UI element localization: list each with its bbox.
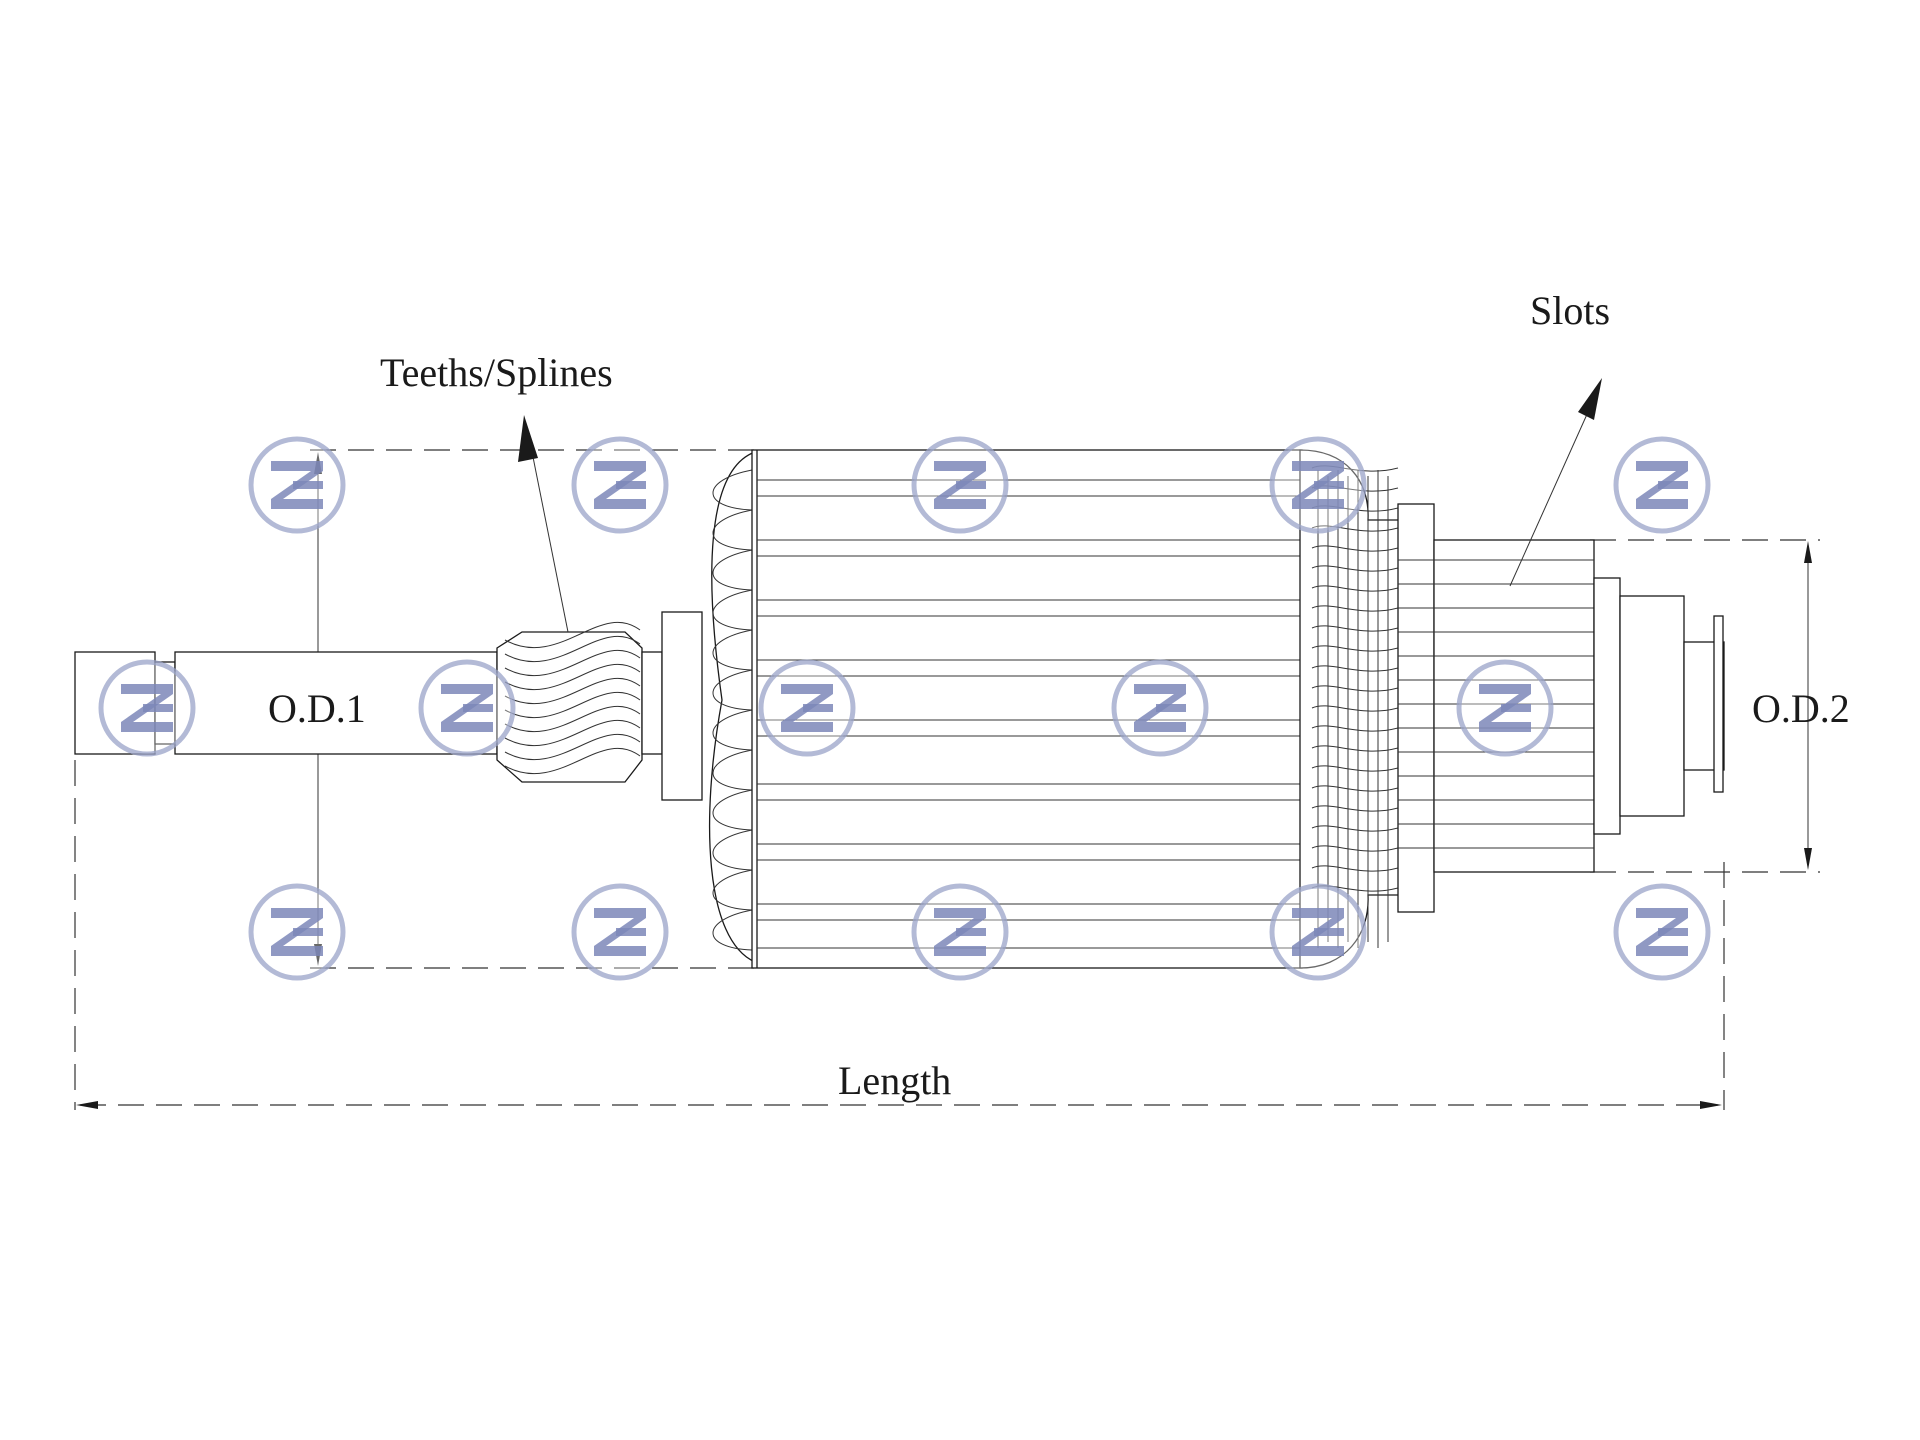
- ze-logo-icon: [98, 659, 196, 757]
- slots-leader: [1509, 378, 1602, 587]
- ze-logo-icon: [1111, 659, 1209, 757]
- ze-logo-icon: [571, 883, 669, 981]
- ze-logo-icon: [1269, 883, 1367, 981]
- ze-logo-icon: [1456, 659, 1554, 757]
- ze-logo-icon: [571, 436, 669, 534]
- right-shaft: [1593, 577, 1725, 835]
- od2-label: O.D.2: [1752, 686, 1850, 731]
- ze-logo-icon: [911, 436, 1009, 534]
- watermark-layer: [98, 436, 1711, 981]
- ze-logo-icon: [1613, 883, 1711, 981]
- pinion-gear: [496, 611, 703, 801]
- left-shaft: [74, 651, 498, 755]
- ze-logo-icon: [1269, 436, 1367, 534]
- armature-core: [708, 449, 1303, 969]
- ze-logo-icon: [248, 436, 346, 534]
- length-label: Length: [838, 1058, 951, 1103]
- od1-label: O.D.1: [268, 686, 366, 731]
- ze-logo-icon: [1613, 436, 1711, 534]
- ze-logo-icon: [758, 659, 856, 757]
- ze-logo-icon: [418, 659, 516, 757]
- slots-label: Slots: [1530, 288, 1610, 333]
- ze-logo-icon: [911, 883, 1009, 981]
- od2-dimension: [1804, 541, 1812, 870]
- dimension-lines: [74, 449, 1820, 1110]
- winding-end: [1299, 449, 1401, 969]
- teeth-label: Teeths/Splines: [380, 350, 613, 395]
- length-dimension: [76, 1101, 1722, 1109]
- ze-logo-icon: [248, 883, 346, 981]
- teeth-leader: [518, 415, 569, 633]
